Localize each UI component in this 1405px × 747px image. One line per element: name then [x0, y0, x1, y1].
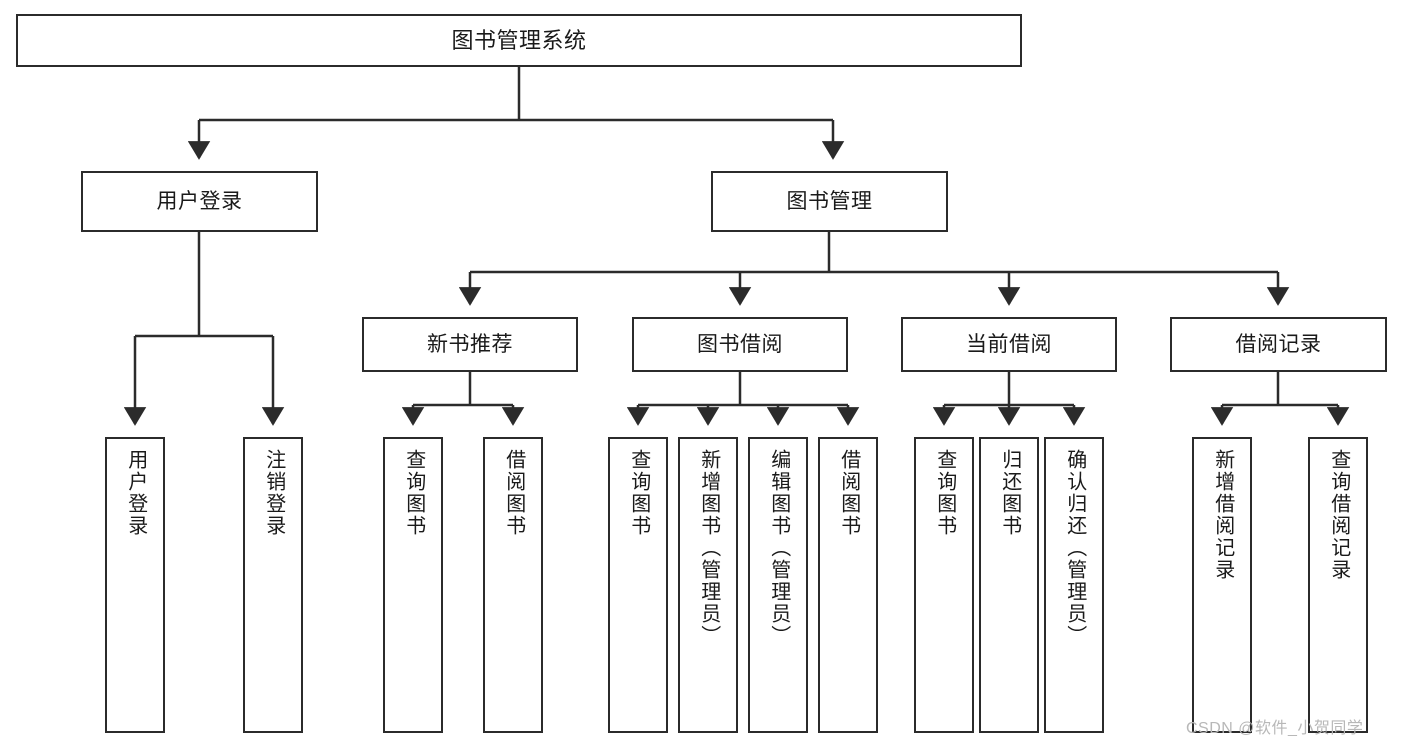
node-leaf-return-book[interactable]: 归还图书	[979, 437, 1039, 733]
node-leaf-user-logout[interactable]: 注销登录	[243, 437, 303, 733]
node-label: 查询图书	[627, 449, 650, 537]
node-label: 确认归还（管理员）	[1063, 449, 1086, 647]
node-leaf-confirm-return[interactable]: 确认归还（管理员）	[1044, 437, 1104, 733]
node-label: 查询图书	[933, 449, 956, 537]
node-book-borrow[interactable]: 图书借阅	[632, 317, 848, 372]
node-current-borrow[interactable]: 当前借阅	[901, 317, 1117, 372]
node-label: 编辑图书（管理员）	[767, 449, 790, 647]
node-label: 借阅图书	[502, 449, 525, 537]
node-label: 当前借阅	[966, 333, 1052, 356]
node-label: 用户登录	[124, 449, 147, 537]
node-leaf-borrow-book-1[interactable]: 借阅图书	[483, 437, 543, 733]
node-label: 借阅图书	[837, 449, 860, 537]
node-leaf-query-book-1[interactable]: 查询图书	[383, 437, 443, 733]
node-leaf-query-record[interactable]: 查询借阅记录	[1308, 437, 1368, 733]
node-leaf-add-record[interactable]: 新增借阅记录	[1192, 437, 1252, 733]
node-label: 新增借阅记录	[1211, 449, 1234, 581]
node-label: 查询借阅记录	[1327, 449, 1350, 581]
node-leaf-query-book-3[interactable]: 查询图书	[914, 437, 974, 733]
node-user-login[interactable]: 用户登录	[81, 171, 318, 232]
node-label: 借阅记录	[1235, 333, 1322, 356]
node-label: 新书推荐	[427, 333, 513, 356]
node-label: 图书管理	[786, 190, 873, 213]
csdn-watermark: CSDN @软件_小贺同学	[1186, 720, 1364, 737]
node-label: 用户登录	[156, 190, 243, 213]
node-leaf-borrow-book-2[interactable]: 借阅图书	[818, 437, 878, 733]
node-label: 归还图书	[998, 449, 1021, 537]
node-leaf-user-login[interactable]: 用户登录	[105, 437, 165, 733]
node-label: 查询图书	[402, 449, 425, 537]
node-label: 注销登录	[262, 449, 285, 537]
node-root-book-management-system[interactable]: 图书管理系统	[16, 14, 1022, 67]
node-leaf-add-book[interactable]: 新增图书（管理员）	[678, 437, 738, 733]
node-borrow-record[interactable]: 借阅记录	[1170, 317, 1387, 372]
node-leaf-edit-book[interactable]: 编辑图书（管理员）	[748, 437, 808, 733]
node-leaf-query-book-2[interactable]: 查询图书	[608, 437, 668, 733]
node-label: 图书管理系统	[451, 27, 587, 53]
node-new-book-recommend[interactable]: 新书推荐	[362, 317, 578, 372]
node-book-management[interactable]: 图书管理	[711, 171, 948, 232]
node-label: 新增图书（管理员）	[697, 449, 720, 647]
node-label: 图书借阅	[697, 333, 783, 356]
